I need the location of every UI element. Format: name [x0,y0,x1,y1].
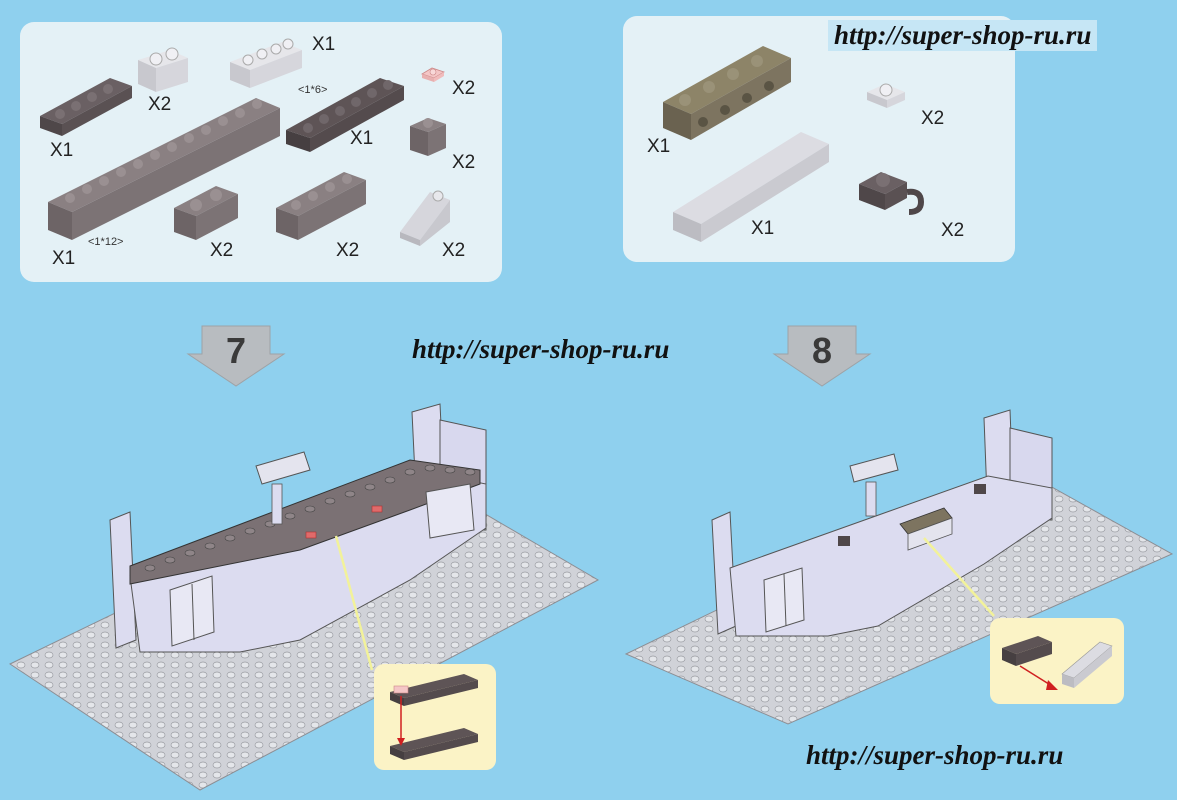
qty-plate-trans-red: X2 [452,78,476,99]
plate-1x1-trans-red [421,67,445,82]
brick-1x12-long [48,98,280,240]
parts-panel-left: X1 X2 X1 X2 X1 X2 X1 X2 X2 X2 <1*6> <1*1… [20,22,502,282]
tile-long-light [673,132,829,242]
step-8-arrow [772,325,872,387]
step-7-arrow [186,325,286,387]
url-watermark-bottom: http://super-shop-ru.ru [806,740,1064,770]
door [763,567,805,633]
step-7-number: 7 [225,330,247,371]
step-8-number: 8 [811,330,833,371]
qty-bracket-tan: X1 [647,136,671,157]
brick-1x6-plate-dark [286,78,404,152]
qty-1x4-light: X1 [312,34,336,55]
brick-1x2-grey-a [174,186,238,240]
qty-plate-light: X2 [921,108,945,129]
brick-1x2-light [138,47,188,92]
step-7-callout-illustration [390,674,478,760]
qty-clip-dark: X2 [941,220,965,241]
brick-1x1-grey [410,118,446,156]
step-7-assembly [8,403,600,791]
plate-clip-dark [859,172,925,215]
qty-1x2-grey: X2 [210,240,234,261]
slope-1x2-light [400,190,450,246]
plate-1x1-light [867,83,905,108]
qty-1x6-plate-dark: X1 [350,128,374,149]
step-8-callout [990,618,1124,704]
url-watermark-top: http://super-shop-ru.ru [828,20,1098,51]
parts-left-illustration [40,38,450,246]
brick-1x4-plate-dark [40,78,132,136]
dim-1x6: <1*6> [298,84,328,96]
bracket-1x4-tan [663,46,791,140]
qty-1x4-plate-dark: X1 [50,140,74,161]
qty-tile-light: X1 [751,218,775,239]
parts-panel-right: X1 X2 X1 X2 [623,16,1015,262]
step-8-callout-illustration [1002,636,1113,690]
building-wall [729,475,1053,637]
url-watermark-middle: http://super-shop-ru.ru [412,334,670,364]
qty-1x2-light: X2 [148,94,172,115]
qty-1x1-grey: X2 [452,152,476,173]
parts-right-illustration [663,46,925,242]
door [169,575,215,647]
brick-1x4-light [230,38,302,88]
dim-1x12: <1*12> [88,236,124,248]
step-8-assembly [624,409,1174,725]
brick-1x4-grey [276,172,366,240]
qty-1x4-grey: X2 [336,240,360,261]
qty-slope-light: X2 [442,240,466,261]
qty-1x12-long: X1 [52,248,76,269]
step-7-callout [374,664,496,770]
